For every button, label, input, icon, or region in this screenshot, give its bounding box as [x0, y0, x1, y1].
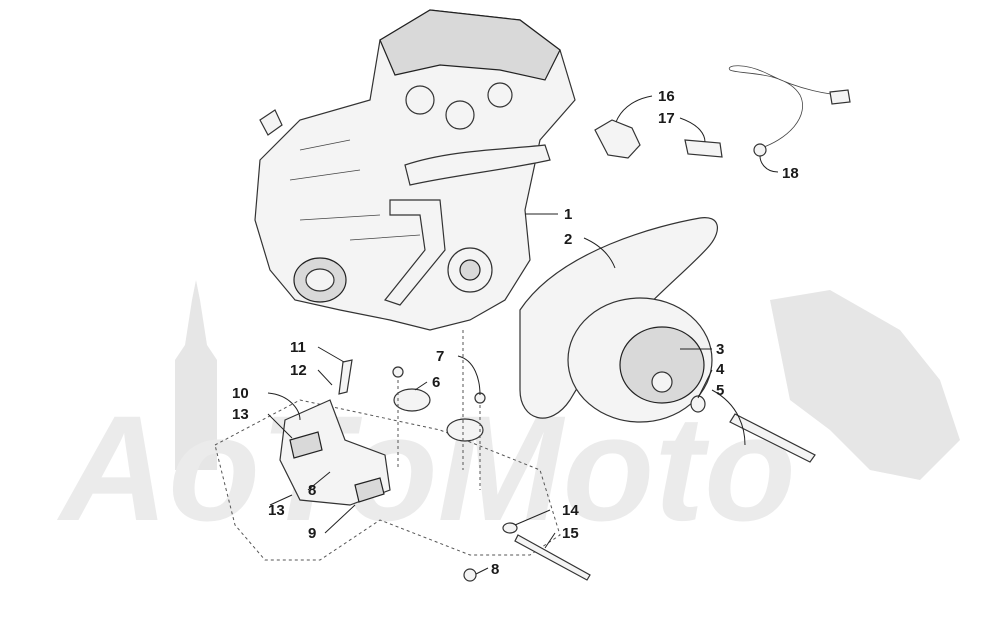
callouts: 1 2 3 4 5 6 7 8 8 9 10 11 12 13 13 14 15… [232, 88, 799, 578]
callout-16: 16 [658, 88, 675, 105]
water-outlet-fitting [259, 109, 283, 136]
leader-10 [267, 392, 301, 421]
leader-11 [317, 346, 345, 363]
leader-15 [544, 532, 556, 549]
leader-9 [324, 504, 356, 534]
callout-10: 10 [232, 385, 249, 402]
leader-13b [269, 494, 293, 506]
leader-8a [307, 471, 331, 491]
callout-6: 6 [432, 374, 440, 391]
thermostat-housing [594, 119, 641, 159]
callout-15: 15 [562, 525, 579, 542]
cam-port-3 [487, 82, 513, 108]
callout-2: 2 [564, 231, 572, 248]
callout-8-upper: 8 [308, 482, 316, 499]
callout-12: 12 [290, 362, 307, 379]
washer [690, 395, 706, 413]
bracket-block-1 [289, 431, 323, 459]
sensor-connector [753, 143, 767, 157]
crank-hub [459, 259, 481, 281]
watermark-cathedral-silhouette [175, 280, 217, 470]
mount-bolt-11 [338, 359, 353, 395]
sensor-harness [728, 65, 846, 151]
callout-17: 17 [658, 110, 675, 127]
cylinder-head [379, 9, 561, 81]
engine-assembly [254, 9, 576, 331]
cam-port-1 [405, 85, 435, 115]
drive-clutch-assembly [519, 217, 816, 463]
callout-1: 1 [564, 206, 572, 223]
cam-port-2 [445, 100, 475, 130]
leader-7 [457, 355, 481, 396]
callout-7: 7 [436, 348, 444, 365]
leader-6 [414, 381, 428, 391]
callout-14: 14 [562, 502, 579, 519]
callout-3: 3 [716, 341, 724, 358]
leader-13a [267, 413, 293, 439]
engine-detail-lines [289, 139, 421, 241]
bracket-block-2 [354, 477, 385, 503]
rubber-mount-1 [393, 388, 431, 412]
nut-8 [463, 568, 477, 582]
leader-5 [711, 389, 746, 446]
callout-8-lower: 8 [491, 561, 499, 578]
engine-bracket [279, 399, 391, 506]
harness-plug [829, 89, 851, 105]
leader-14 [514, 509, 551, 526]
clutch-center-bolt [651, 371, 673, 393]
clutch-bolt [729, 413, 816, 463]
sensor-assembly [594, 65, 851, 159]
coolant-hose [404, 144, 551, 186]
callout-11: 11 [290, 339, 306, 356]
leader-12 [317, 369, 333, 386]
chassis-outline [214, 399, 561, 561]
leader-16 [615, 95, 653, 123]
intake-pipe [383, 199, 446, 306]
leader-lines [267, 95, 779, 575]
temperature-sensor [684, 139, 723, 158]
oil-filter-cap [305, 268, 335, 292]
callout-4: 4 [716, 361, 725, 378]
long-bolt-15 [514, 534, 591, 581]
callout-13-upper: 13 [232, 406, 249, 423]
callout-9: 9 [308, 525, 316, 542]
watermark: AoToMoto [56, 280, 960, 552]
callout-13-lower: 13 [268, 502, 285, 519]
leader-2 [583, 237, 616, 269]
rubber-mount-2 [446, 418, 484, 442]
watermark-motorcycle-silhouette [770, 290, 960, 480]
washer-14 [502, 522, 518, 534]
leader-17 [679, 117, 706, 143]
mount-stud-1 [392, 366, 404, 378]
leader-4 [697, 369, 713, 399]
callout-5: 5 [716, 382, 724, 399]
mount-assembly [214, 330, 591, 582]
callout-18: 18 [782, 165, 799, 182]
leader-8b [475, 567, 489, 575]
clutch-cover [619, 326, 705, 404]
leader-18 [759, 155, 779, 173]
